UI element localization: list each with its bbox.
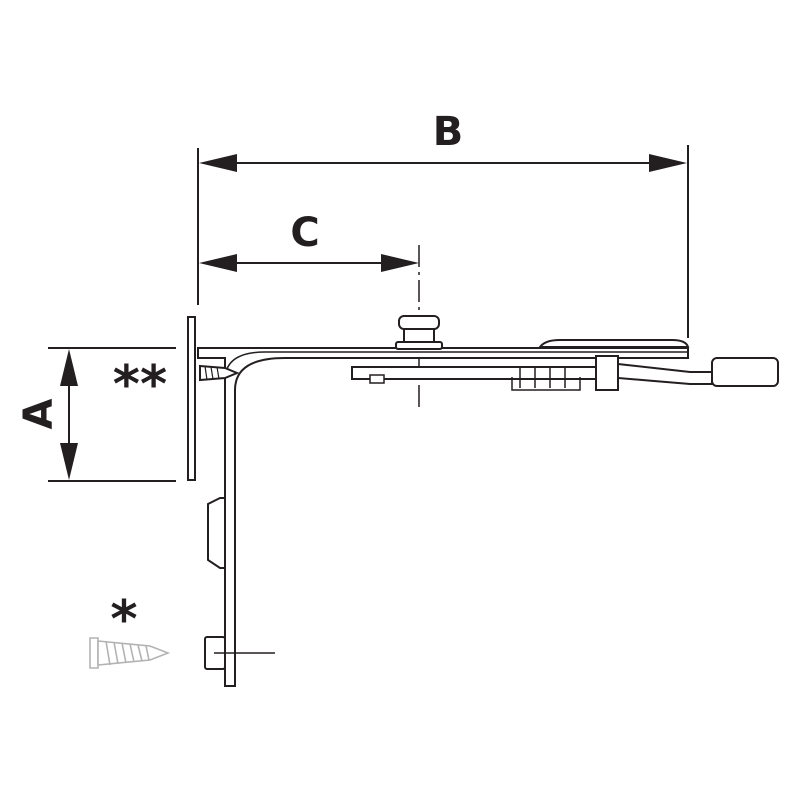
dim-a-bottom-arrow	[60, 443, 78, 480]
dim-a-top-arrow	[60, 349, 78, 386]
rail-catch	[595, 355, 619, 391]
dim-c-right-arrow	[381, 254, 419, 272]
wood-screw-icon	[89, 637, 171, 669]
dimension-a	[48, 347, 176, 482]
bracket	[187, 315, 779, 687]
end-handle	[711, 357, 779, 387]
bracket-outer-edge	[197, 347, 689, 687]
double-star-label: **	[113, 355, 167, 415]
mounting-plate	[187, 316, 196, 481]
slide-arm	[617, 362, 713, 385]
top-rim	[538, 339, 690, 348]
dim-b-left-arrow	[199, 154, 237, 172]
spacer-pad	[207, 497, 226, 569]
dimension-b	[197, 145, 689, 338]
stud-base	[395, 341, 443, 350]
dim-c-left-arrow	[199, 254, 237, 272]
dim-c-label: C	[290, 210, 319, 256]
dim-b-label: B	[433, 109, 464, 155]
stud-neck	[403, 327, 435, 343]
single-star-label: *	[110, 590, 137, 650]
under-rail	[351, 366, 615, 380]
dim-b-right-arrow	[649, 154, 687, 172]
dim-a-label: A	[16, 398, 62, 429]
rail-clip	[511, 368, 581, 391]
stud-head	[398, 315, 440, 330]
